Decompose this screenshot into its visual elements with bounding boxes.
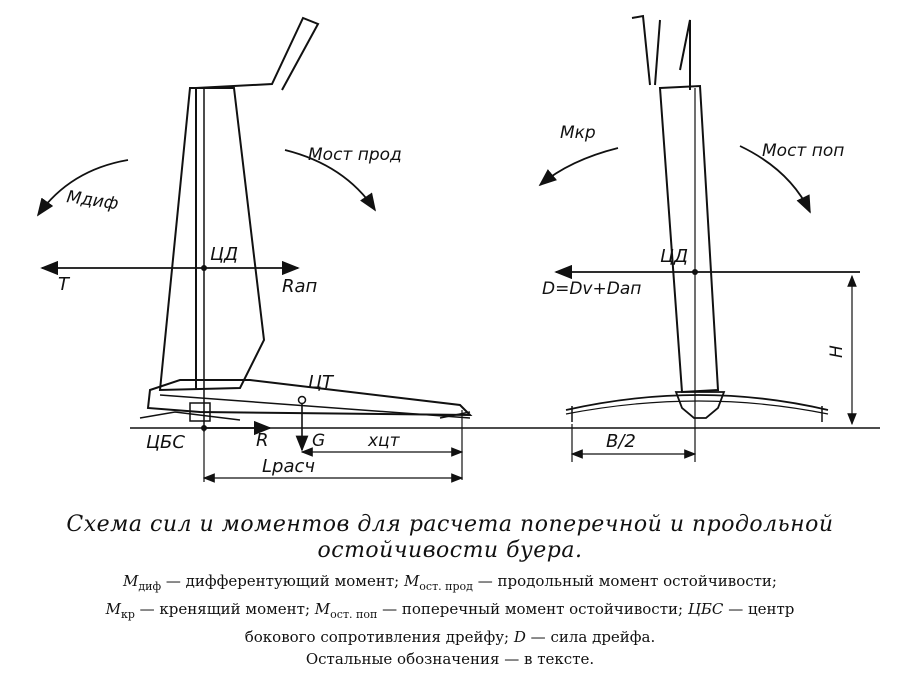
label-cbs: ЦБС [146, 432, 185, 453]
mast-head [195, 16, 320, 91]
legend-symbol: ЦБС [687, 600, 724, 618]
label-force-R: R [256, 430, 269, 451]
figure-title-line2: остойчивости буера. [317, 538, 583, 563]
right-front-view [565, 14, 829, 422]
label-force-T: T [58, 274, 71, 295]
label-cd-right: ЦД [660, 246, 688, 267]
legend-text: — кренящий момент; [134, 600, 315, 618]
left-side-view [139, 16, 473, 422]
mast-head-right [631, 14, 691, 90]
legend-text: — сила дрейфа. [525, 628, 656, 646]
label-ct: ЦТ [308, 372, 335, 393]
legend-line-3: бокового сопротивления дрейфу; D — сила … [0, 626, 900, 648]
label-moment-kr: Mкр [560, 123, 596, 143]
moment-ost-prod-arc [284, 149, 376, 212]
legend-symbol: M [123, 572, 139, 590]
label-force-Rap: Rап [282, 276, 318, 297]
label-moment-dif: Mдиф [65, 187, 119, 214]
figure-title: Схема сил и моментов для расчета попереч… [0, 512, 900, 564]
legend-symbol: M [403, 572, 420, 590]
legend-text: — поперечный момент остойчивости; [377, 600, 688, 618]
legend-text: бокового сопротивления дрейфу; [244, 628, 514, 646]
label-moment-ost-pop: Mост поп [762, 141, 844, 161]
legend-symbol: M [105, 600, 121, 618]
sail-outline [158, 87, 266, 392]
moment-ost-pop-arc [739, 145, 811, 214]
legend-text: — продольный момент остойчивости; [472, 572, 777, 590]
legend-subscript: ост. поп [330, 608, 378, 621]
legend-symbol: D [513, 628, 526, 646]
label-H: H [827, 345, 847, 358]
legend-subscript: кр [120, 608, 135, 621]
label-lrasch: Lрасч [262, 456, 315, 477]
cbs-point [201, 425, 207, 431]
figure-legend: Mдиф — дифферентующий момент; Mост. прод… [0, 570, 900, 670]
crossbeam [565, 394, 829, 411]
cd-point-right [692, 269, 698, 275]
legend-line-1: Mдиф — дифферентующий момент; Mост. прод… [0, 570, 900, 598]
cd-point-left [201, 265, 207, 271]
legend-symbol: M [314, 600, 331, 618]
legend-subscript: ост. прод [419, 580, 473, 593]
label-moment-ost-prod: Mост прод [308, 145, 402, 165]
label-b-half: B/2 [606, 431, 636, 452]
label-xct: xцт [367, 431, 401, 451]
legend-subscript: диф [138, 580, 162, 593]
label-cd-left: ЦД [210, 244, 238, 265]
label-force-D: D=Dv+Dап [542, 279, 641, 299]
moment-dif-arc [36, 159, 129, 217]
label-force-G: G [312, 431, 325, 451]
moment-kr-arc [538, 147, 619, 187]
legend-text: — дифферентующий момент; [161, 572, 404, 590]
legend-text: — центр [723, 600, 795, 618]
legend-line-4: Остальные обозначения — в тексте. [305, 650, 595, 668]
mast-right [658, 84, 720, 394]
force-diagram: Mдиф Mост прод ЦД T Rап ЦТ ЦБС R G xцт L… [36, 14, 880, 483]
figure-title-line1: Схема сил и моментов для расчета попереч… [66, 512, 834, 537]
ct-point [297, 395, 307, 405]
legend-line-2: Mкр — кренящий момент; Mост. поп — попер… [0, 598, 900, 626]
hull-outline [146, 379, 473, 417]
